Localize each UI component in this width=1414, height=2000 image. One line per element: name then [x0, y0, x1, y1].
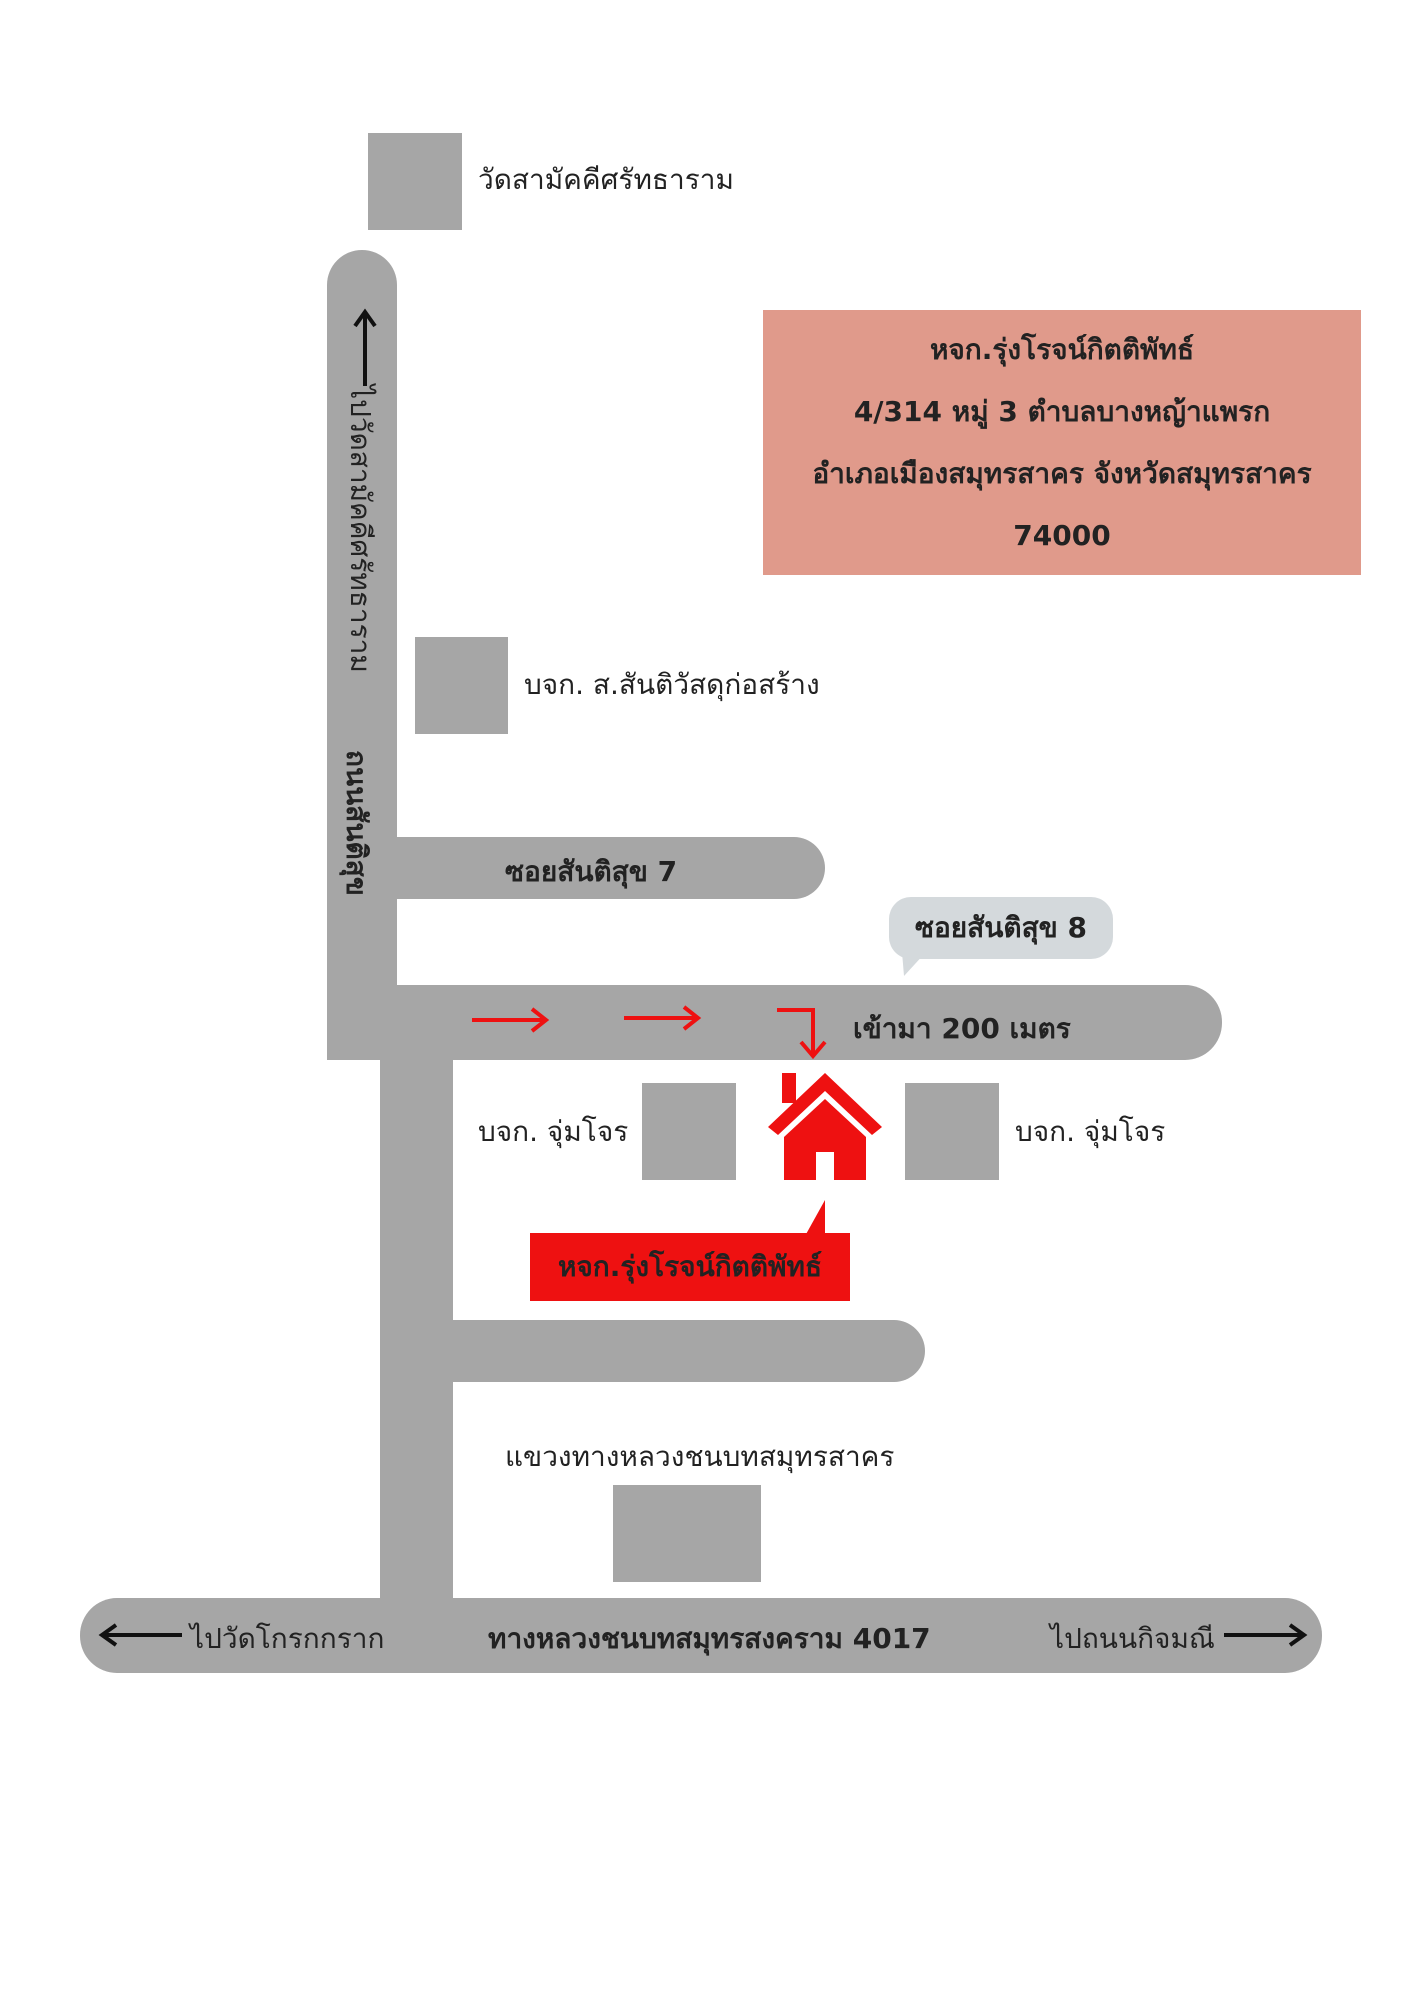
address-line-2: 4/314 หมู่ 3 ตำบลบางหญ้าแพรก [853, 394, 1271, 428]
company-top-building [415, 637, 508, 734]
temple-label: วัดสามัคคีศรัทธาราม [478, 163, 734, 196]
to-left-label: ไปวัดโกรกกราก [190, 1622, 385, 1655]
to-right-label: ไปถนนกิจมณี [1050, 1622, 1215, 1655]
soi8-callout: ซอยสันติสุข 8 [889, 897, 1113, 959]
turn-down-arrow-icon [777, 1008, 827, 1060]
arrow-up-icon [353, 308, 377, 386]
distance-label: เข้ามา 200 เมตร [853, 1012, 1071, 1045]
highway-office-label: แขวงทางหลวงชนบทสมุทรสาคร [505, 1440, 895, 1473]
destination-label-text: หจก.รุ่งโรจน์กิตติพัทธ์ [557, 1250, 823, 1283]
destination-label: หจก.รุ่งโรจน์กิตติพัทธ์ [530, 1233, 850, 1301]
main-road-label: ถนนสันติสุข [340, 750, 373, 896]
address-line-4: 74000 [1013, 518, 1111, 552]
destination-pointer [805, 1200, 825, 1236]
highway-road [80, 1598, 1322, 1673]
address-line-1: หจก.รุ่งโรจน์กิตติพัทธ์ [929, 332, 1195, 366]
highway-label: ทางหลวงชนบทสมุทรสงคราม 4017 [488, 1622, 931, 1655]
arrow-right-icon [1224, 1623, 1308, 1647]
main-road-vertical-lower [380, 1005, 453, 1610]
company-right-label: บจก. จุ่มโจร [1015, 1115, 1166, 1148]
main-road-vertical-upper [327, 250, 397, 1060]
soi7-label: ซอยสันติสุข 7 [505, 855, 678, 888]
soi8-label: ซอยสันติสุข 8 [914, 911, 1088, 944]
house-icon [768, 1073, 882, 1180]
lower-side-road [440, 1320, 925, 1382]
company-right-building [905, 1083, 999, 1180]
company-top-label: บจก. ส.สันติวัสดุก่อสร้าง [524, 668, 820, 701]
company-left-building [642, 1083, 736, 1180]
address-box: หจก.รุ่งโรจน์กิตติพัทธ์ 4/314 หมู่ 3 ตำบ… [763, 310, 1361, 575]
direction-arrow-icon-2 [624, 1005, 702, 1031]
highway-office-building [613, 1485, 761, 1582]
direction-arrow-icon-1 [472, 1007, 550, 1033]
to-temple-label: ไปวัดสามัคคีศรัทธาราม [344, 385, 377, 673]
temple-building [368, 133, 462, 230]
address-line-3: อำเภอเมืองสมุทรสาคร จังหวัดสมุทรสาคร [812, 456, 1312, 490]
arrow-left-icon [98, 1623, 182, 1647]
soi7-road [340, 837, 825, 899]
soi8-road [327, 985, 1222, 1060]
company-left-label: บจก. จุ่มโจร [478, 1115, 629, 1148]
